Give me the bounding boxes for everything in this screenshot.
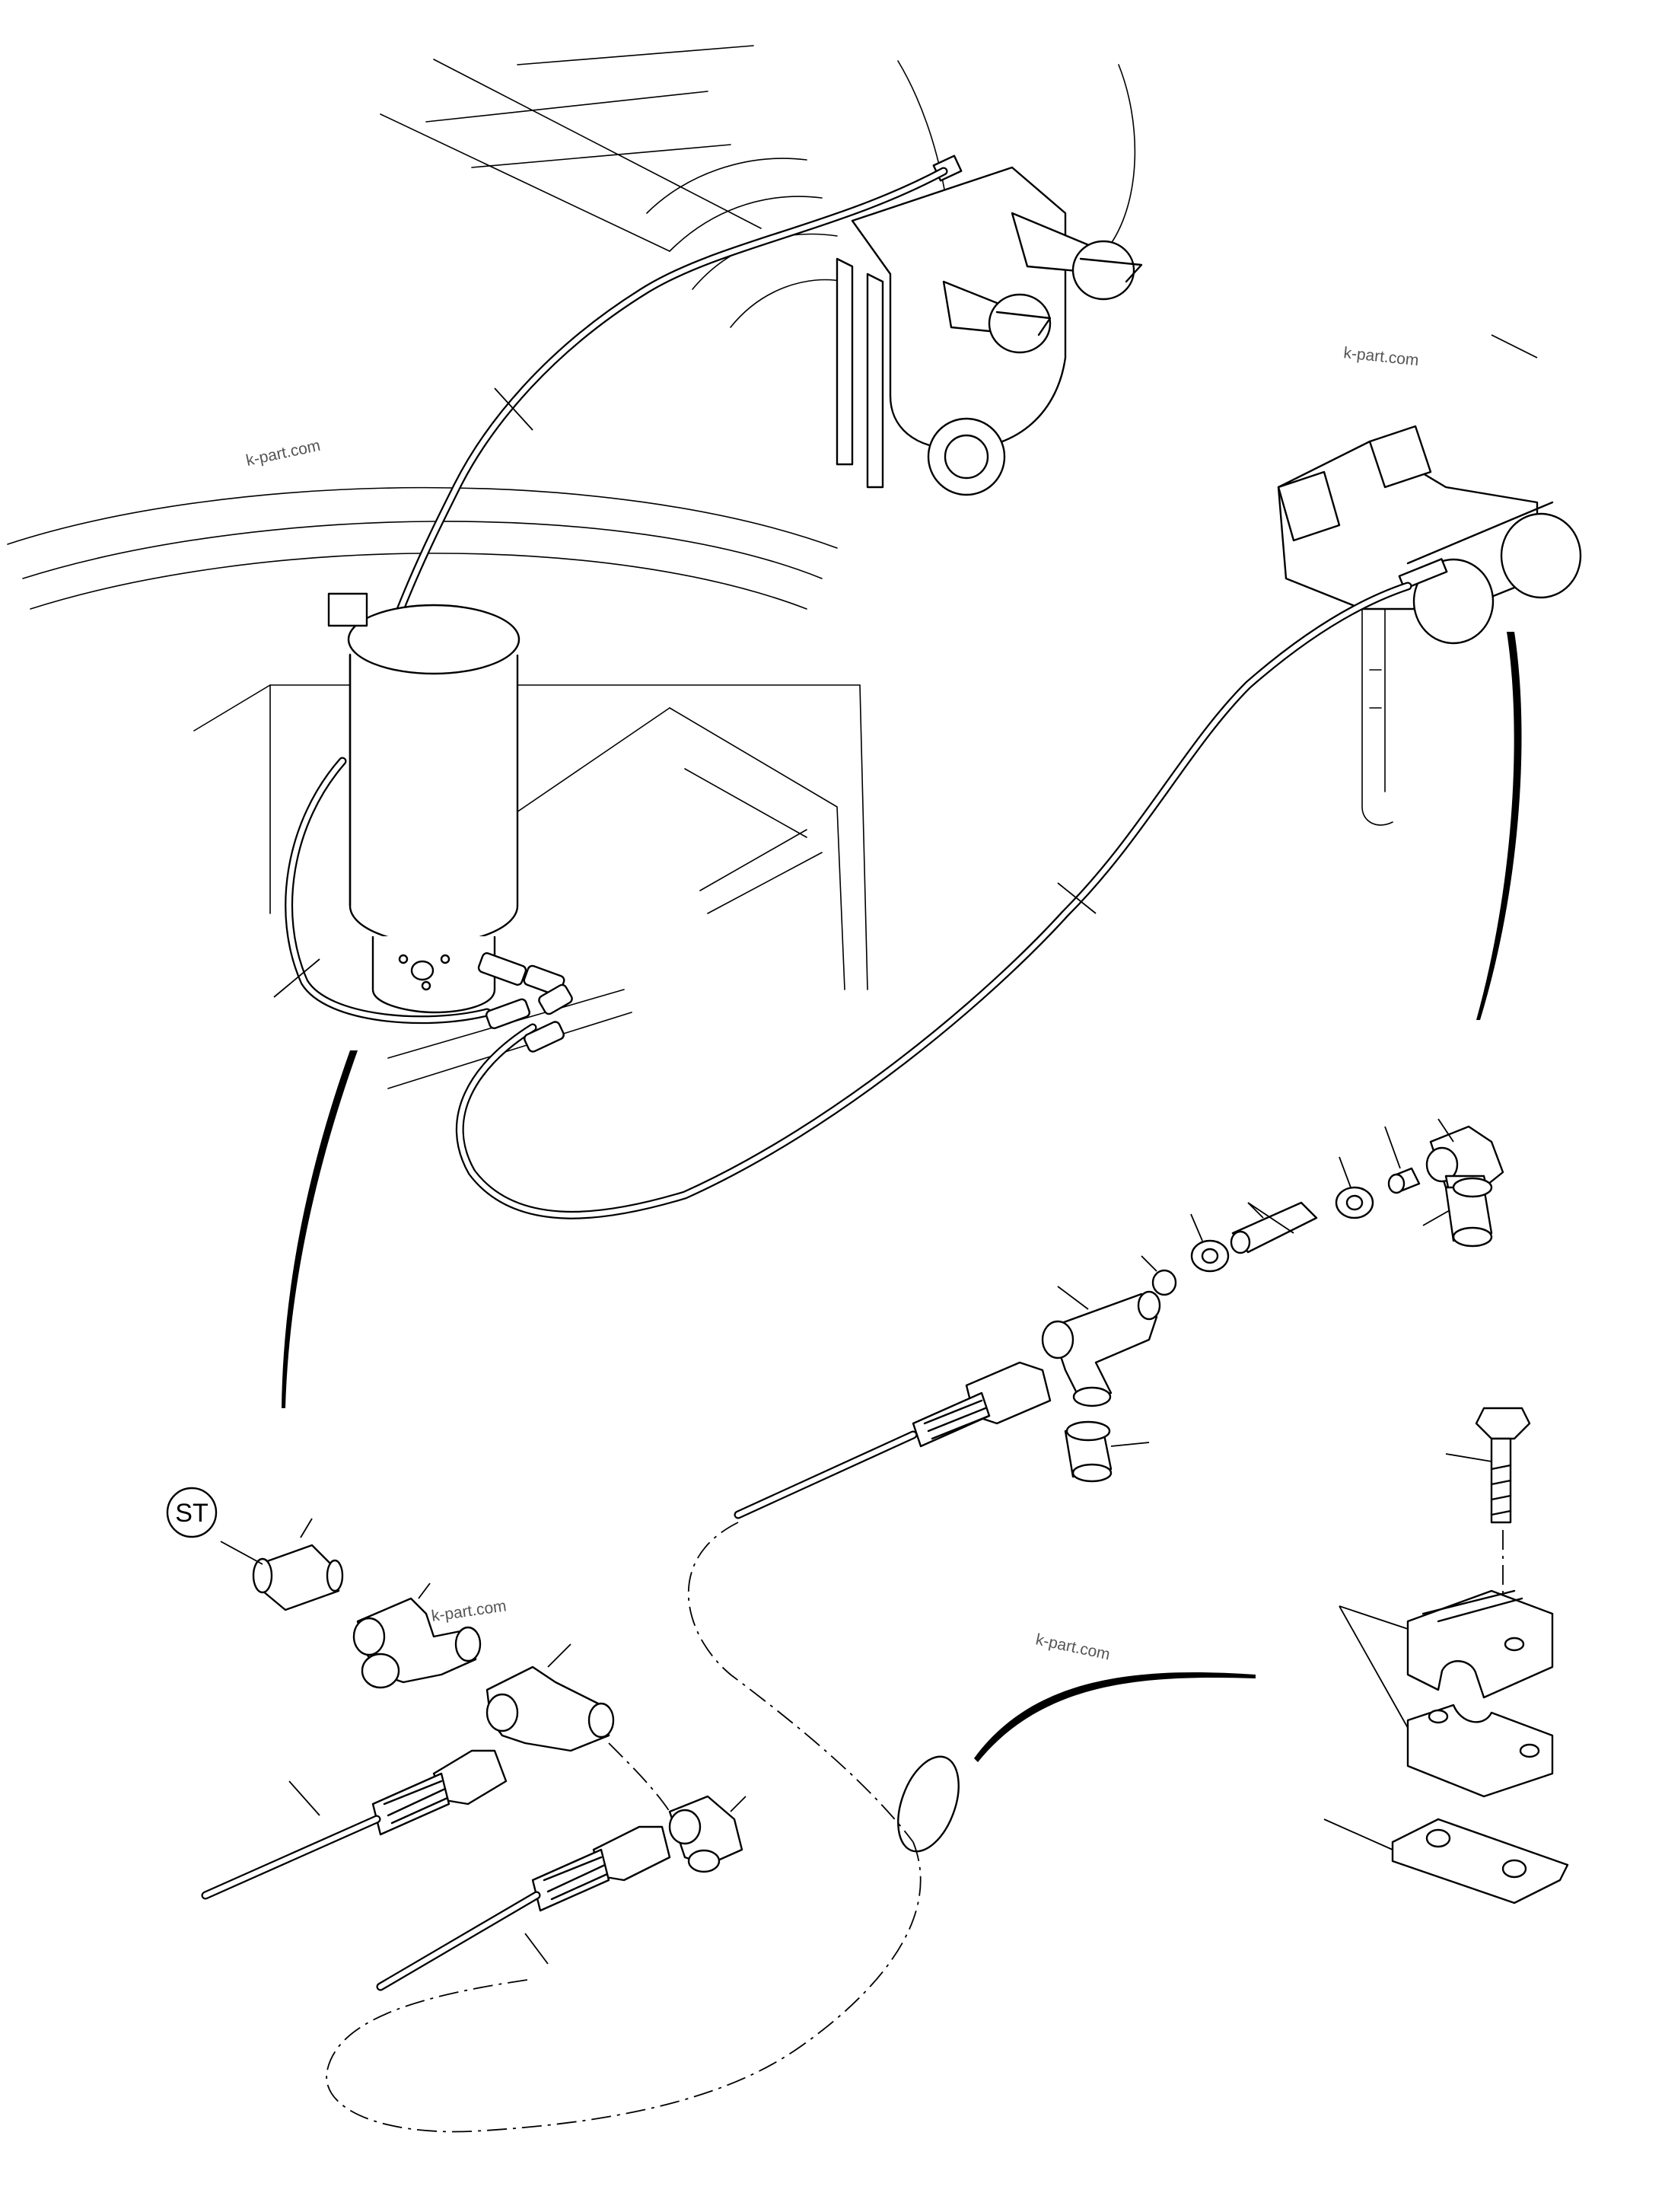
watermark-2: k-part.com	[244, 437, 322, 470]
right-control-valve	[1277, 425, 1582, 645]
left-hose	[285, 757, 492, 1025]
accumulator-fittings	[477, 952, 573, 1053]
upper-control-valve	[836, 155, 1143, 496]
watermark-4: k-part.com	[1034, 1630, 1112, 1663]
upper-hose	[353, 167, 948, 735]
watermark-1: k-part.com	[1342, 344, 1419, 369]
right-fitting-set	[734, 1118, 1504, 1519]
long-hose	[455, 582, 1412, 1219]
accumulator	[327, 592, 521, 1014]
st-badge-label: ST	[175, 1499, 208, 1528]
leader-lines-upper	[273, 334, 1538, 998]
lower-left-fitting-set	[201, 1518, 747, 1991]
machine-frame-background	[7, 45, 1393, 1089]
routing-path	[326, 1522, 960, 2133]
callout-strokes	[282, 632, 1522, 1762]
watermark-3: k-part.com	[430, 1597, 507, 1625]
st-reference-badge: ST	[166, 1487, 218, 1538]
clamp-set	[1323, 1407, 1569, 1904]
